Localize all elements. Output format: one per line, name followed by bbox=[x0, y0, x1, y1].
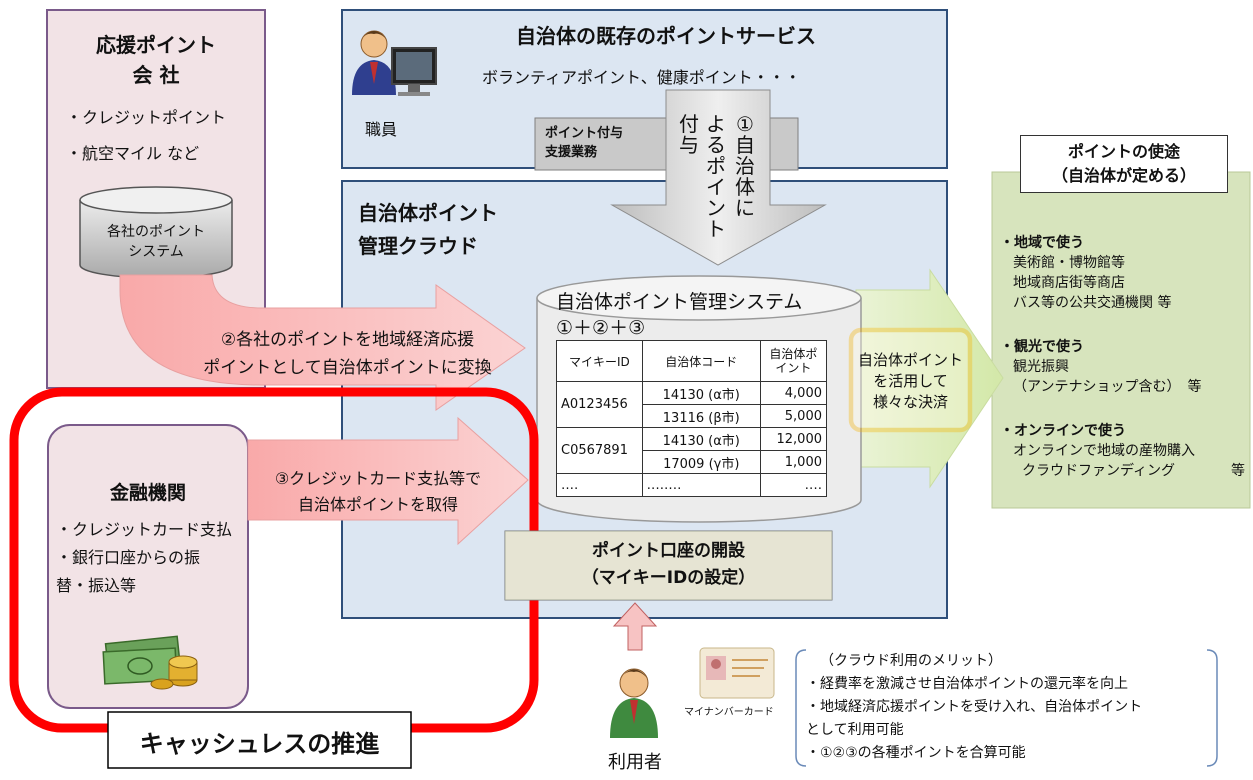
table-row: ‥‥ ‥‥‥‥ ‥‥ bbox=[556, 473, 828, 497]
uses-group3-item: オンラインで地域の産物購入 bbox=[1013, 443, 1195, 459]
account-label: ポイント口座の開設 （マイキーIDの設定） bbox=[581, 541, 756, 588]
uses-group3-title: ・オンラインで使う bbox=[1000, 423, 1126, 439]
staff-person-icon bbox=[352, 30, 396, 95]
settlement-box bbox=[848, 327, 973, 433]
row-code: 17009 (γ市) bbox=[641, 450, 761, 474]
finance-item: 替・振込等 bbox=[56, 576, 137, 595]
uses-group1-title: ・地域で使う bbox=[1000, 235, 1084, 251]
cashless-label: キャッシュレスの推進 bbox=[139, 730, 380, 758]
money-icon bbox=[102, 635, 198, 690]
cashless-label-box bbox=[107, 711, 412, 769]
uses-group1-item: バス等の公共交通機関 等 bbox=[1013, 295, 1172, 311]
uses-group1-item: 美術館・博物館等 bbox=[1013, 255, 1125, 271]
row-ellipsis-id: ‥‥ bbox=[556, 473, 643, 497]
row-points: 4,000 bbox=[759, 381, 828, 405]
merits-item: ・地域経済応援ポイントを受け入れ、自治体ポイント bbox=[806, 699, 1143, 715]
staff-label: 職員 bbox=[365, 120, 398, 139]
mynumber-card-label: マイナンバーカード bbox=[684, 707, 774, 718]
finance-items: ・クレジットカード支払 ・銀行口座からの振 替・振込等 bbox=[56, 516, 232, 600]
table-header-row: マイキーID 自治体コード 自治体ポイント bbox=[556, 340, 828, 382]
finance-title: 金融機関 bbox=[109, 482, 186, 504]
row-points: 5,000 bbox=[759, 404, 828, 428]
company-db-label: 各社のポイント システム bbox=[107, 224, 205, 260]
system-title: 自治体ポイント管理システム bbox=[556, 291, 803, 313]
row-code: 13116 (β市) bbox=[641, 404, 761, 428]
support-label: ポイント付与 支援業務 bbox=[545, 126, 624, 160]
row-id: C0567891 bbox=[556, 427, 643, 474]
row-code: 14130 (α市) bbox=[641, 381, 761, 405]
existing-service-subtitle: ボランティアポイント、健康ポイント・・・ bbox=[482, 68, 801, 87]
uses-group1-item: 地域商店街等商店 bbox=[1013, 275, 1125, 291]
arrow-1 bbox=[610, 89, 827, 266]
merits-item: ・経費率を激減させ自治体ポイントの還元率を向上 bbox=[806, 676, 1128, 692]
arrow1-text-col3: 付 与 bbox=[679, 112, 699, 157]
user-label: 利用者 bbox=[608, 752, 662, 773]
arrow3-label: ③クレジットカード支払等で 自治体ポイントを取得 bbox=[274, 469, 482, 514]
merits-text: （クラウド利用のメリット） ・経費率を激減させ自治体ポイントの還元率を向上 ・地… bbox=[806, 650, 1206, 765]
merits-title: （クラウド利用のメリット） bbox=[820, 653, 1002, 669]
table-row: 13116 (β市) 5,000 bbox=[557, 404, 828, 428]
row-ellipsis-code: ‥‥‥‥ bbox=[641, 473, 761, 497]
header-municipality-points: 自治体ポイント bbox=[759, 340, 828, 382]
uses-group2-item: 観光振興 bbox=[1013, 359, 1069, 375]
points-company-item-0: ・クレジットポイント bbox=[66, 108, 227, 127]
finance-item: ・クレジットカード支払 bbox=[56, 520, 233, 539]
points-company-title: 応援ポイント 会 社 bbox=[96, 33, 216, 87]
row-ellipsis-points: ‥‥ bbox=[759, 473, 828, 497]
user-person-icon bbox=[610, 668, 658, 738]
finance-item: ・銀行口座からの振 bbox=[56, 548, 201, 567]
cloud-title: 自治体ポイント 管理クラウド bbox=[358, 201, 498, 258]
existing-service-title: 自治体の既存のポイントサービス bbox=[516, 24, 816, 48]
arrow1-text-col2: よ る ポ イ ン ト bbox=[706, 112, 726, 241]
table-row: A0123456 14130 (α市) 4,000 bbox=[556, 381, 828, 428]
account-box bbox=[504, 530, 833, 601]
row-code: 14130 (α市) bbox=[641, 427, 761, 451]
system-formula: ①＋②＋③ bbox=[556, 317, 646, 339]
settlement-label: 自治体ポイント を活用して 様々な決済 bbox=[857, 351, 963, 411]
header-municipality-code: 自治体コード bbox=[641, 340, 761, 382]
arrow-3 bbox=[247, 416, 529, 546]
points-table: マイキーID 自治体コード 自治体ポイント A0123456 14130 (α市… bbox=[556, 340, 828, 497]
row-points: 12,000 bbox=[759, 427, 828, 451]
mynumber-card-icon bbox=[699, 647, 775, 699]
points-company-item-1: ・航空マイル など bbox=[66, 144, 200, 163]
user-up-arrow bbox=[612, 602, 658, 651]
uses-content: ・地域で使う 美術館・博物館等 地域商店街等商店 バス等の公共交通機関 等 ・観… bbox=[1000, 233, 1250, 481]
row-id: A0123456 bbox=[556, 381, 643, 428]
uses-group2-title: ・観光で使う bbox=[1000, 339, 1084, 355]
merits-item: として利用可能 bbox=[806, 722, 904, 738]
computer-icon bbox=[391, 47, 437, 96]
table-row: 17009 (γ市) 1,000 bbox=[557, 450, 828, 474]
row-points: 1,000 bbox=[759, 450, 828, 474]
uses-group2-item: （アンテナショップ含む） 等 bbox=[1013, 379, 1202, 395]
arrow-2 bbox=[119, 274, 526, 411]
merits-bracket bbox=[795, 649, 807, 767]
uses-group3-item: クラウドファンディング 等 bbox=[1022, 463, 1246, 479]
uses-panel bbox=[991, 171, 1251, 509]
finance-panel bbox=[47, 424, 249, 709]
header-mykey-id: マイキーID bbox=[556, 340, 643, 382]
table-row: C0567891 14130 (α市) 12,000 bbox=[556, 427, 828, 474]
uses-arrow bbox=[855, 268, 1004, 489]
merits-item: ・①②③の各種ポイントを合算可能 bbox=[806, 745, 1026, 761]
uses-title: ポイントの使途 （自治体が定める） bbox=[1020, 135, 1228, 193]
arrow2-label: ②各社のポイントを地域経済応援 ポイントとして自治体ポイントに変換 bbox=[203, 330, 492, 378]
arrow1-text-col1: ① 自 治 体 に bbox=[735, 112, 755, 220]
